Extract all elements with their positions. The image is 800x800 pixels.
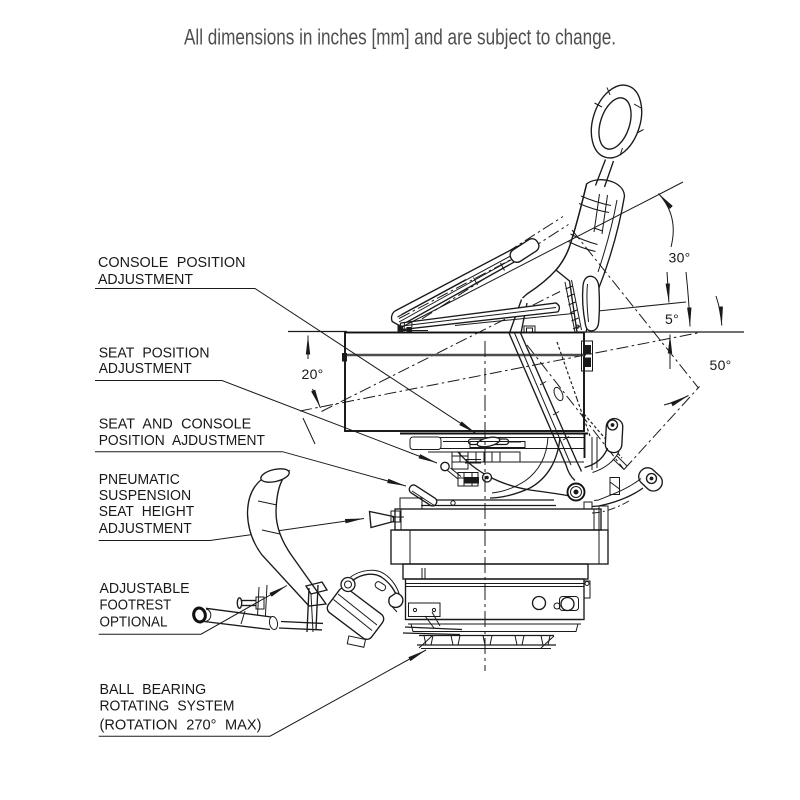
svg-text:SUSPENSION: SUSPENSION [99,488,192,504]
svg-text:POSITION AJDUSTMENT: POSITION AJDUSTMENT [99,433,265,449]
svg-text:ADJUSTMENT: ADJUSTMENT [99,361,192,377]
svg-text:30°: 30° [669,250,691,266]
svg-text:OPTIONAL: OPTIONAL [100,615,168,631]
svg-text:ADJUSTMENT: ADJUSTMENT [98,272,193,288]
svg-text:(ROTATION 270° MAX): (ROTATION 270° MAX) [100,718,262,734]
svg-text:BALL BEARING: BALL BEARING [100,682,207,698]
svg-text:5°: 5° [665,311,679,327]
svg-text:CONSOLE POSITION: CONSOLE POSITION [98,255,246,271]
svg-text:ROTATING SYSTEM: ROTATING SYSTEM [100,699,235,715]
svg-text:SEAT POSITION: SEAT POSITION [99,346,210,362]
svg-text:SEAT HEIGHT: SEAT HEIGHT [99,504,195,520]
svg-text:ADJUSTABLE: ADJUSTABLE [100,581,190,597]
svg-text:All dimensions in inches [mm]: All dimensions in inches [mm] and are su… [184,25,616,50]
svg-text:SEAT AND CONSOLE: SEAT AND CONSOLE [99,417,252,433]
svg-text:ADJUSTMENT: ADJUSTMENT [99,521,192,537]
svg-text:50°: 50° [710,357,732,373]
svg-text:20°: 20° [302,366,324,382]
svg-text:FOOTREST: FOOTREST [100,598,172,614]
svg-text:PNEUMATIC: PNEUMATIC [99,472,180,488]
